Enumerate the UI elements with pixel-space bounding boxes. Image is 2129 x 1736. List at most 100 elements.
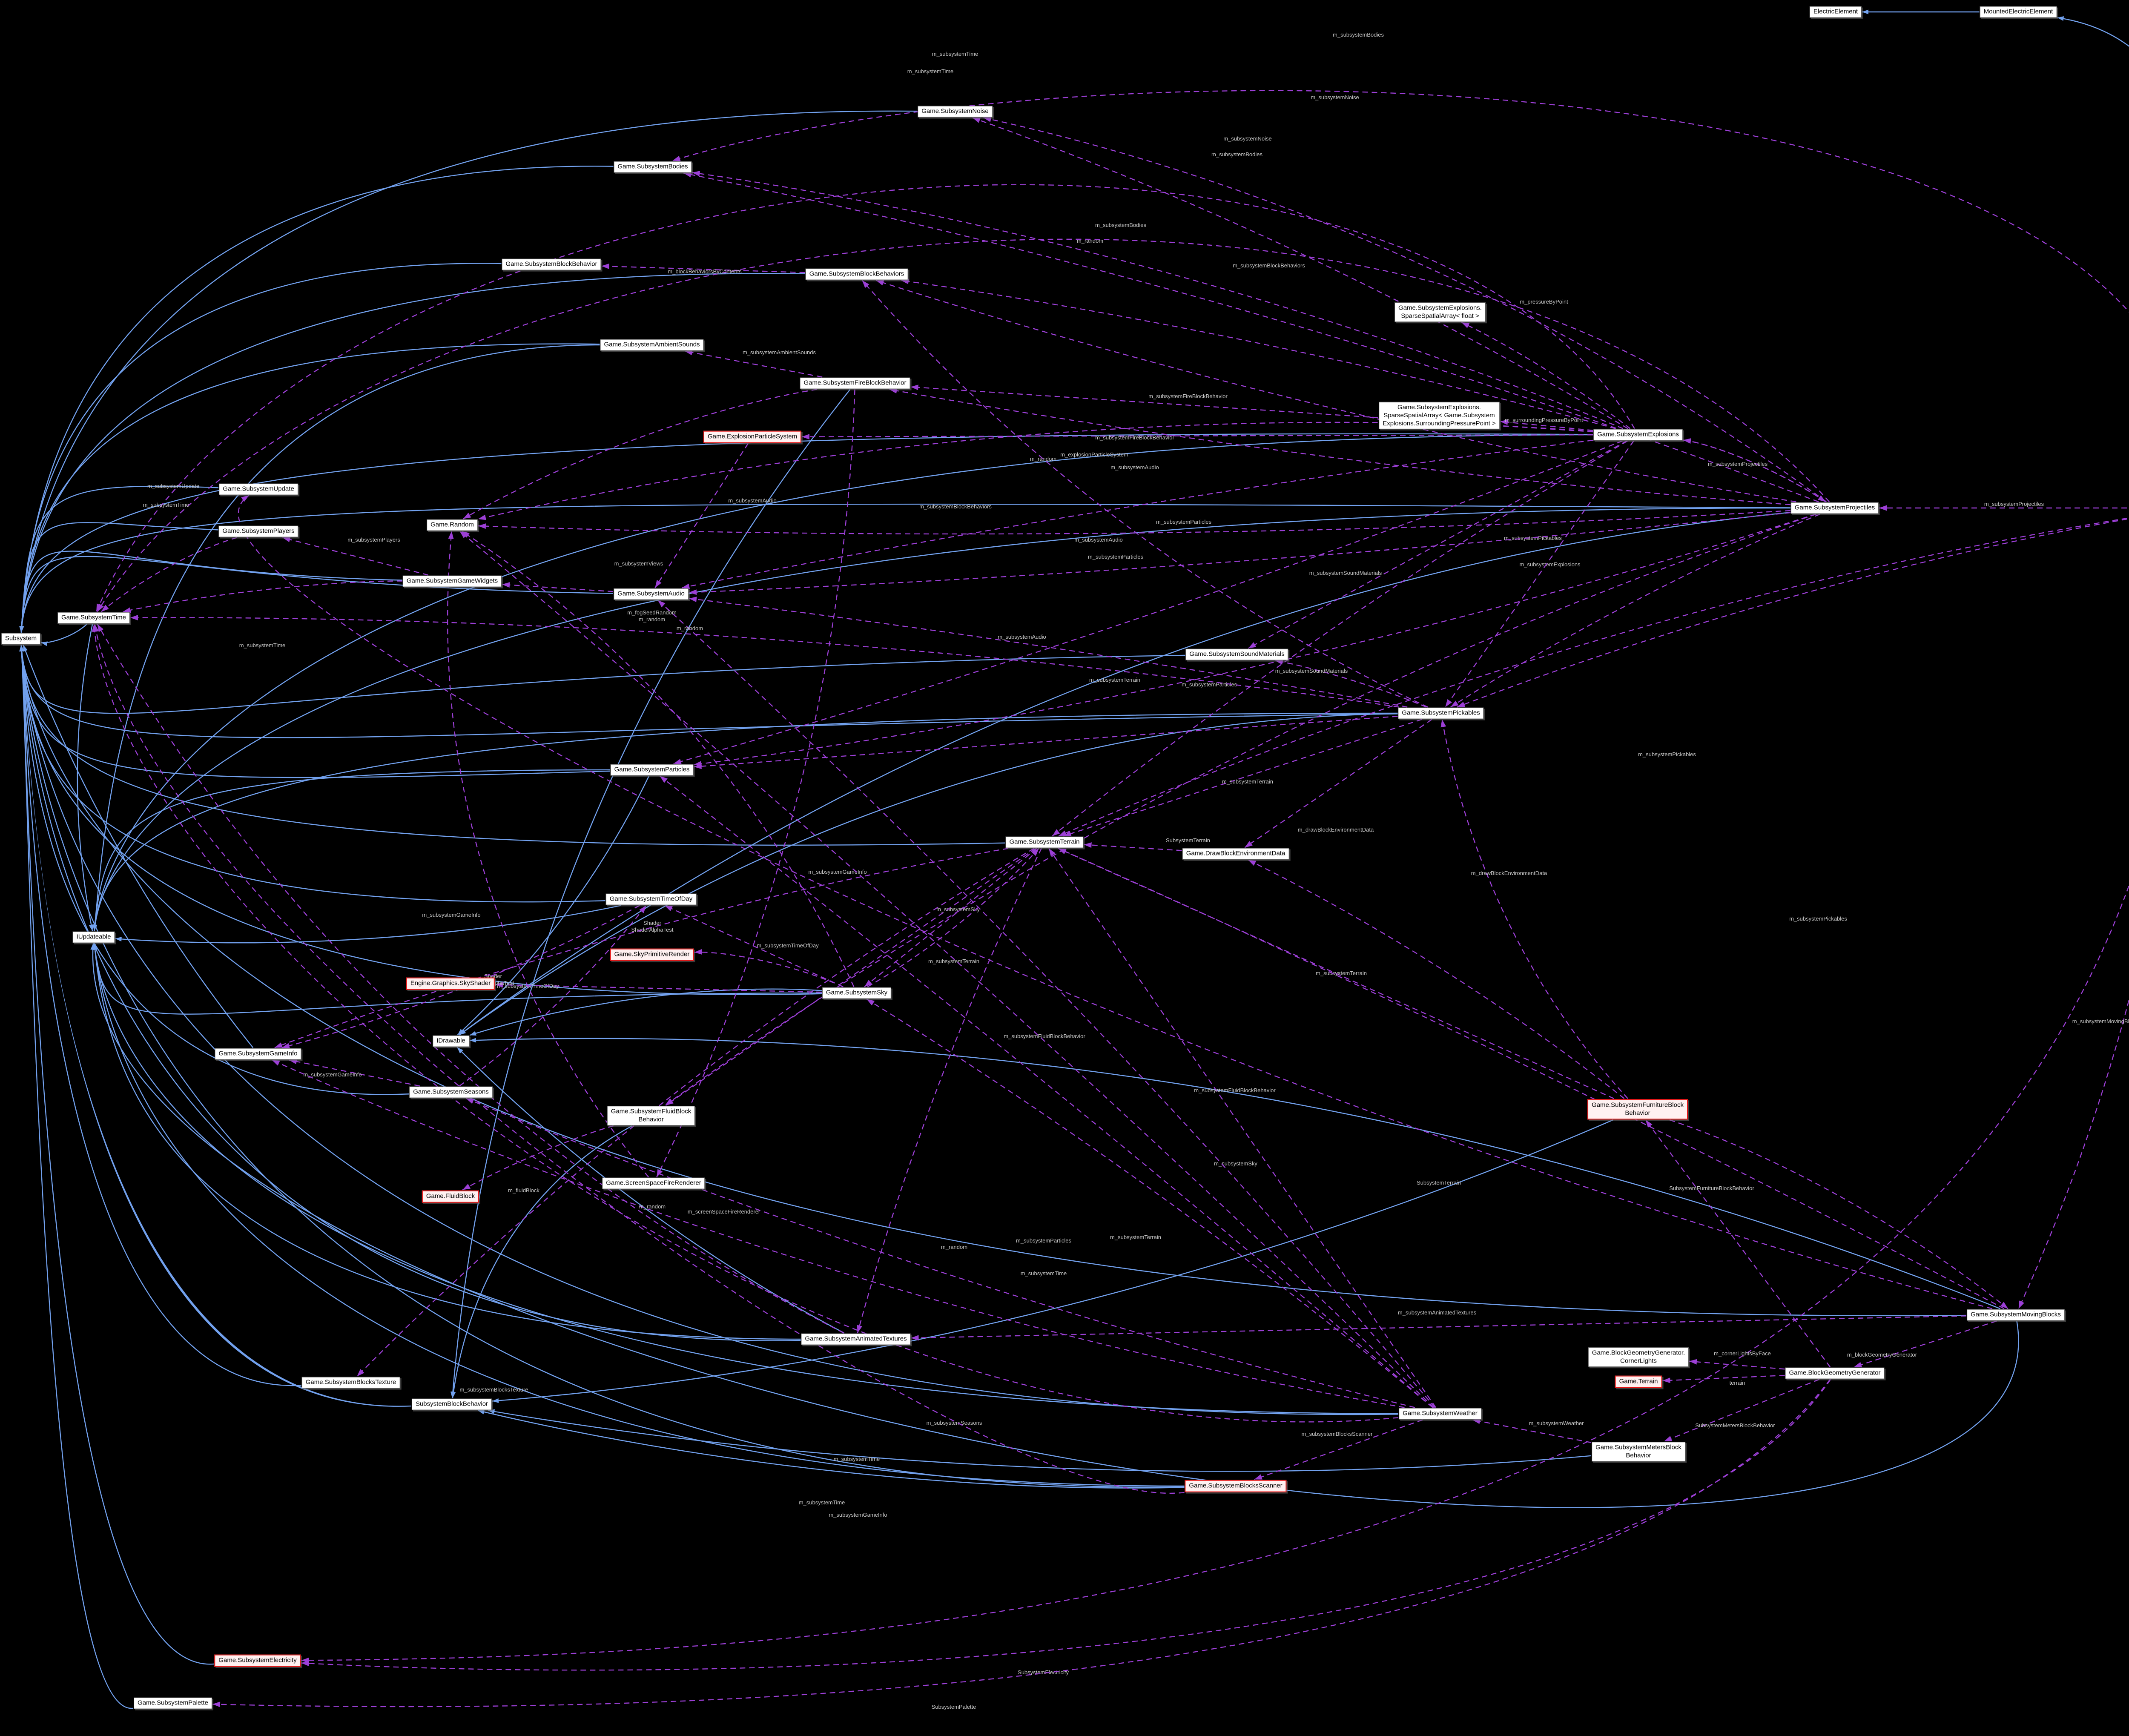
class-node-movingBlocks[interactable]: Game.SubsystemMovingBlocks [1967,1309,2065,1321]
usage-edge [689,598,1408,708]
edge-arrowhead [1275,659,1283,665]
class-node-terrainSub[interactable]: Game.SubsystemTerrain [1005,836,1084,848]
edge-member-label: m_subsystemTime [239,642,286,648]
class-node-electricity[interactable]: Game.SubsystemElectricity [214,1654,301,1667]
inheritance-edge [94,769,610,931]
class-node-soundMaterials[interactable]: Game.SubsystemSoundMaterials [1185,648,1288,660]
edge-arrowhead [478,523,486,529]
edge-arrowhead [1248,860,1257,866]
edge-member-label: m_subsystemPlayers [347,537,400,543]
class-node-drawBlockEnvData[interactable]: Game.DrawBlockEnvironmentData [1182,848,1289,860]
usage-edge [462,1125,614,1191]
usage-edge [866,999,1433,1408]
class-node-electricElement[interactable]: ElectricElement [1809,6,1862,18]
edge-arrowhead [457,1047,463,1053]
edge-arrowhead [448,531,454,539]
edge-member-label: m_subsystemBodies [1211,151,1262,158]
class-node-metersBlockBehavior[interactable]: Game.SubsystemMetersBlock Behavior [1592,1442,1685,1461]
edge-member-label: m_subsystemBlocksScanner [1302,1431,1373,1437]
edge-arrowhead [1058,848,1067,854]
edge-member-label: m_subsystemSoundMaterials [1309,570,1382,576]
class-node-blockBehaviorBase[interactable]: SubsystemBlockBehavior [411,1398,492,1410]
class-node-bodies[interactable]: Game.SubsystemBodies [614,161,692,173]
class-node-skyShader[interactable]: Engine.Graphics.SkyShader [406,977,495,990]
edge-arrowhead [682,583,690,589]
inheritance-edge [20,645,610,778]
edge-arrowhead [488,1409,495,1414]
edge-arrowhead [692,171,700,177]
class-node-projectiles[interactable]: Game.SubsystemProjectiles [1790,502,1879,514]
class-node-idrawable[interactable]: IDrawable [433,1035,469,1047]
class-node-gameInfo[interactable]: Game.SubsystemGameInfo [215,1048,301,1060]
class-node-blockBehaviors[interactable]: Game.SubsystemBlockBehaviors [805,268,908,280]
usage-edge [461,531,855,987]
class-node-cornerLights[interactable]: Game.BlockGeometryGenerator. CornerLight… [1588,1347,1689,1367]
inheritance-edge [94,943,801,1340]
class-node-explosionParticleSystem[interactable]: Game.ExplosionParticleSystem [703,430,802,443]
class-node-particles[interactable]: Game.SubsystemParticles [610,764,694,776]
class-node-sky[interactable]: Game.SubsystemSky [822,987,892,999]
class-node-iupdateable[interactable]: IUpdateable [72,931,115,943]
class-node-mountedElectricElement[interactable]: MountedElectricElement [1980,6,2057,18]
class-node-fluidBlockBehavior[interactable]: Game.SubsystemFluidBlock Behavior [607,1106,695,1125]
usage-edge [657,600,1435,1408]
inheritance-edge [20,645,1399,1415]
usage-edge [462,389,817,519]
edge-arrowhead [19,645,24,651]
class-node-ambientSounds[interactable]: Game.SubsystemAmbientSounds [600,339,704,351]
usage-edge [1854,1320,1997,1368]
edge-member-label: m_explosionParticleSystem [1060,451,1128,458]
usage-edge [1669,1119,2008,1309]
class-node-sparseSurrounding[interactable]: Game.SubsystemExplosions. SparseSpatialA… [1379,402,1500,430]
class-node-random[interactable]: Game.Random [427,519,478,531]
inheritance-edge [452,1125,633,1398]
class-node-animatedTextures[interactable]: Game.SubsystemAnimatedTextures [801,1333,911,1345]
edge-arrowhead [115,937,122,941]
class-node-furnitureBlockBehavior[interactable]: Game.SubsystemFurnitureBlock Behavior [1587,1099,1688,1119]
class-node-skyPrimitiveRender[interactable]: Game.SkyPrimitiveRender [610,948,694,961]
class-node-blocksTexture[interactable]: Game.SubsystemBlocksTexture [301,1377,400,1389]
class-node-time[interactable]: Game.SubsystemTime [57,612,130,624]
edge-member-label: m_subsystemGameInfo [303,1071,362,1078]
inheritance-edge [477,1410,1185,1489]
usage-edge [875,280,1796,502]
class-node-fluidBlock[interactable]: Game.FluidBlock [422,1190,479,1203]
usage-edge [1664,1379,1820,1442]
class-node-blockGeometryGenerator[interactable]: Game.BlockGeometryGenerator [1785,1367,1885,1379]
usage-edge [864,848,1037,987]
class-node-noise[interactable]: Game.SubsystemNoise [918,106,993,118]
edge-arrowhead [1818,495,1826,502]
class-node-sparseFloat[interactable]: Game.SubsystemExplosions. SparseSpatialA… [1394,302,1486,322]
usage-edge [1248,440,1627,649]
class-node-gameWidgets[interactable]: Game.SubsystemGameWidgets [402,575,502,587]
inheritance-edge [20,343,600,633]
usage-edge [94,624,1185,1494]
class-node-fireBlockBehavior[interactable]: Game.SubsystemFireBlockBehavior [800,377,910,389]
class-node-players[interactable]: Game.SubsystemPlayers [218,525,298,537]
edge-arrowhead [463,512,471,519]
edge-member-label: m_subsystemParticles [1182,681,1237,688]
class-node-weather[interactable]: Game.SubsystemWeather [1399,1408,1481,1420]
usage-edge [1683,439,1826,502]
usage-edge [972,117,1628,429]
class-node-terrain[interactable]: Game.Terrain [1615,1375,1662,1388]
class-node-explosions[interactable]: Game.SubsystemExplosions [1593,429,1683,441]
usage-edge [123,580,403,612]
class-node-blockBehaviorGame[interactable]: Game.SubsystemBlockBehavior [502,258,601,270]
class-node-palette[interactable]: Game.SubsystemPalette [134,1697,212,1709]
edge-arrowhead [92,943,98,950]
class-node-seasons[interactable]: Game.SubsystemSeasons [409,1086,493,1098]
inheritance-edge [20,645,412,1407]
class-node-audio[interactable]: Game.SubsystemAudio [614,588,689,600]
class-node-blocksScanner[interactable]: Game.SubsystemBlocksScanner [1185,1480,1287,1492]
class-node-subsystem[interactable]: Subsystem [1,633,41,645]
class-node-screenSpaceFireRenderer[interactable]: Game.ScreenSpaceFireRenderer [602,1177,705,1189]
usage-edge [601,265,805,273]
class-node-update[interactable]: Game.SubsystemUpdate [219,483,298,495]
edge-arrowhead [2000,1302,2008,1309]
class-node-pickables[interactable]: Game.SubsystemPickables [1398,707,1484,719]
inheritance-edge [20,645,605,903]
usage-edge [1689,1360,1785,1370]
class-node-timeOfDay[interactable]: Game.SubsystemTimeOfDay [605,893,697,905]
edge-arrowhead [101,605,109,612]
